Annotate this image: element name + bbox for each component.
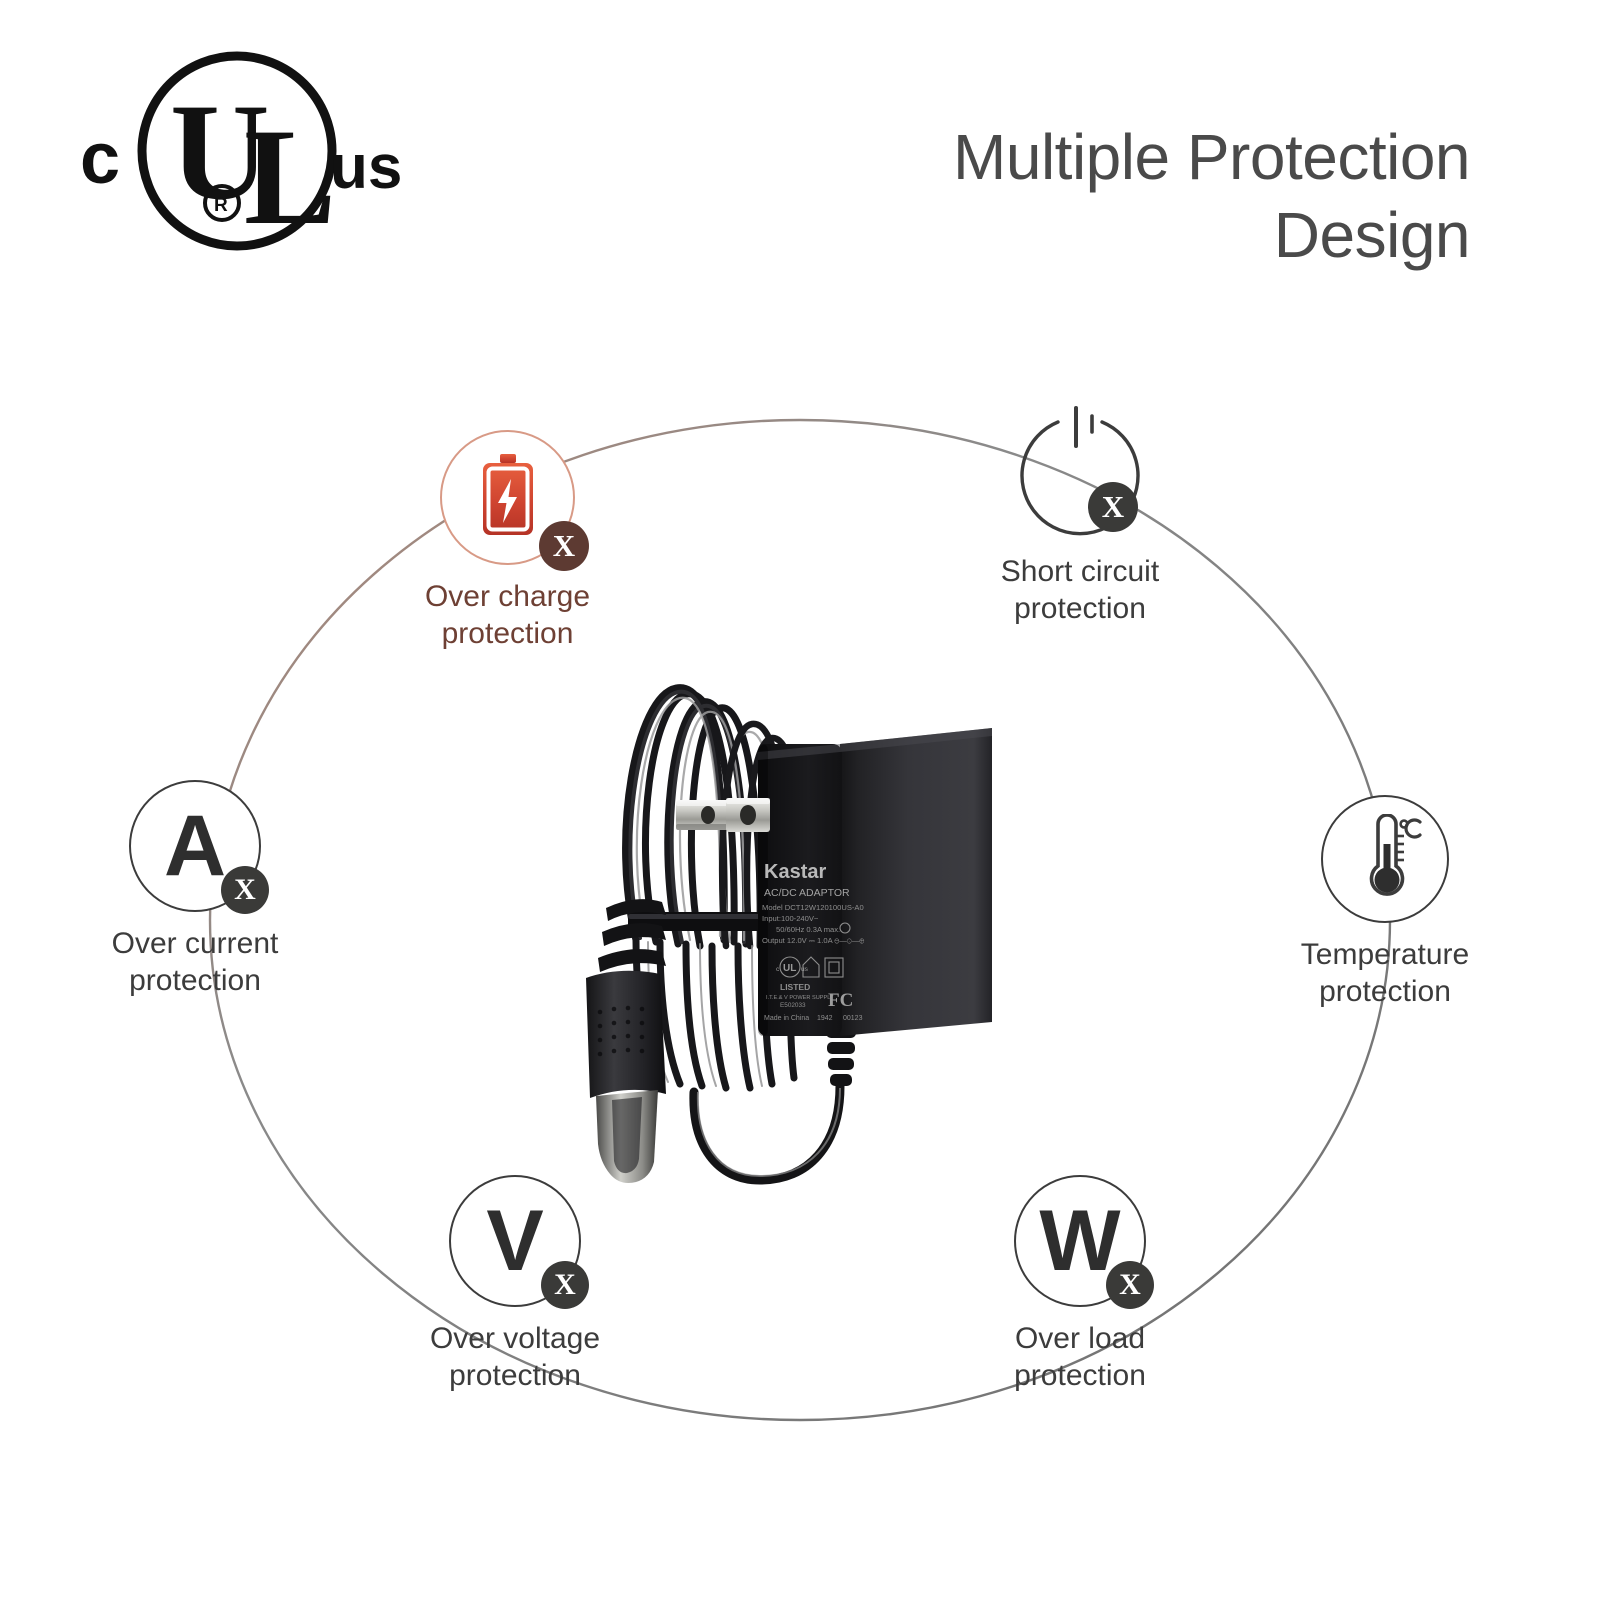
- adapter-label-text: Kastar AC/DC ADAPTOR Model DCT12W120100U…: [762, 861, 865, 1022]
- thermometer-icon: [1348, 812, 1422, 905]
- temperature-label: Temperature protection: [1300, 938, 1470, 1008]
- ac-plug-prongs: [676, 798, 770, 832]
- over-load-label: Over load protection: [1014, 1322, 1146, 1392]
- svg-text:c: c: [776, 966, 780, 973]
- temperature-circle: [1321, 795, 1449, 923]
- page-title-line-1: Multiple Protection: [953, 121, 1470, 193]
- label-brand: Kastar: [764, 861, 826, 883]
- over-charge-x-badge: X: [539, 521, 589, 571]
- label-output: Output 12.0V ⎓ 1.0A ⊖—⊙—⊕: [762, 936, 865, 945]
- label-frequency: 50/60Hz 0.3A max.: [776, 925, 840, 934]
- over-load-x-badge: X: [1106, 1261, 1154, 1309]
- page-title: Multiple Protection Design: [750, 118, 1470, 274]
- watt-letter-icon: W: [1039, 1193, 1121, 1289]
- page-title-line-2: Design: [1273, 199, 1471, 272]
- over-charge-circle: X: [440, 430, 589, 571]
- short-circuit-label: Short circuit protection: [1000, 555, 1160, 625]
- feature-over-current[interactable]: A X Over current protection: [65, 780, 325, 999]
- feature-over-load[interactable]: W X Over load protection: [945, 1175, 1215, 1394]
- label-agency-marks: [779, 922, 851, 978]
- adapter-housing: [758, 728, 992, 1036]
- label-model: Model DCT12W120100US-A0: [762, 903, 864, 912]
- feature-over-voltage[interactable]: V X Over voltage protection: [385, 1175, 645, 1394]
- culus-certification-mark: c U L R us: [62, 48, 412, 263]
- svg-text:us: us: [330, 133, 402, 202]
- over-load-circle: W X: [1014, 1175, 1154, 1309]
- short-circuit-x-badge: X: [1088, 482, 1138, 532]
- over-current-circle: A X: [129, 780, 269, 914]
- label-file-number: E502033: [780, 1002, 806, 1009]
- feature-temperature[interactable]: Temperature protection: [1245, 795, 1525, 1010]
- svg-text:c: c: [80, 119, 120, 199]
- svg-text:R: R: [214, 195, 228, 216]
- ampere-letter-icon: A: [163, 798, 227, 894]
- label-listed-sub: I.T.E.& V POWER SUPPLY: [766, 995, 834, 1001]
- short-circuit-circle: X: [1010, 400, 1150, 540]
- over-current-label: Over current protection: [111, 927, 279, 997]
- label-date-code: 1942: [817, 1015, 833, 1022]
- label-lot-code: 00123: [843, 1015, 863, 1022]
- label-input: Input:100-240V~: [762, 914, 819, 923]
- power-symbol-icon: [1010, 406, 1150, 544]
- svg-text:us: us: [801, 966, 809, 973]
- svg-text:U: U: [170, 75, 270, 228]
- battery-charging-icon: [477, 453, 539, 542]
- over-current-x-badge: X: [221, 866, 269, 914]
- dc-barrel-connector: [586, 899, 666, 1183]
- over-voltage-circle: V X: [449, 1175, 589, 1309]
- volt-letter-icon: V: [486, 1193, 544, 1289]
- label-origin: Made in China: [764, 1015, 809, 1022]
- label-type: AC/DC ADAPTOR: [764, 887, 850, 899]
- over-voltage-x-badge: X: [541, 1261, 589, 1309]
- label-fcc-mark: FC: [828, 990, 853, 1011]
- svg-text:L: L: [244, 100, 336, 253]
- over-voltage-label: Over voltage protection: [429, 1322, 601, 1392]
- label-listed: LISTED: [780, 982, 810, 992]
- feature-over-charge[interactable]: X Over charge protection: [380, 430, 635, 652]
- svg-text:UL: UL: [783, 963, 796, 974]
- over-charge-label: Over charge protection: [424, 580, 591, 650]
- feature-short-circuit[interactable]: X Short circuit protection: [945, 400, 1215, 627]
- product-image-power-adapter: Kastar AC/DC ADAPTOR Model DCT12W120100U…: [540, 640, 1060, 1200]
